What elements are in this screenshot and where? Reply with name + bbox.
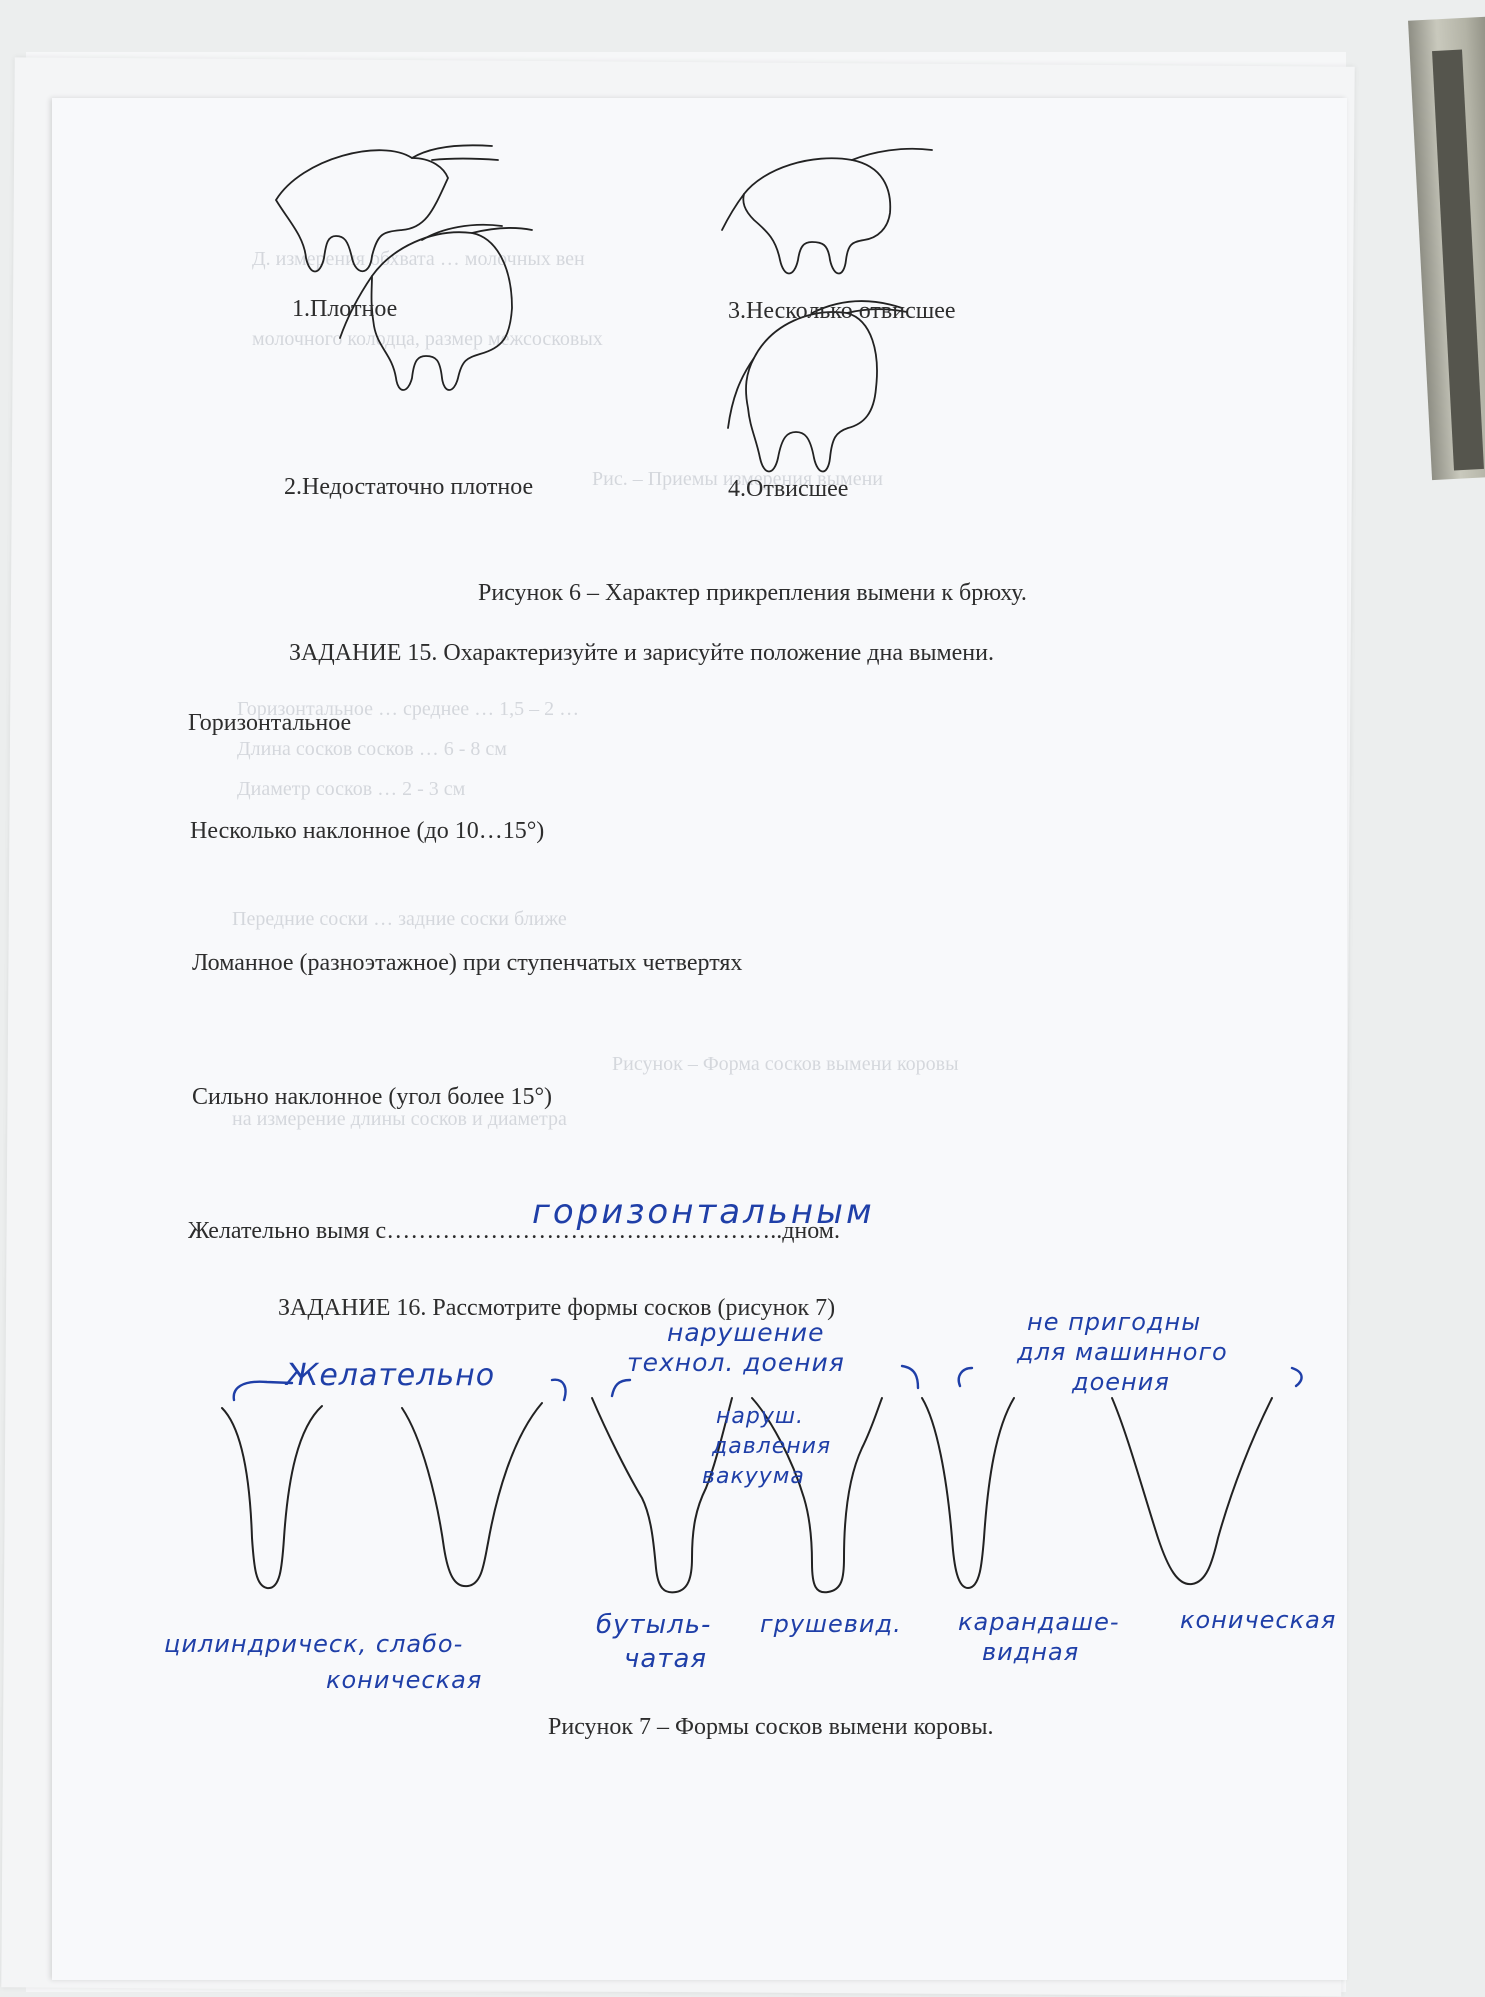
task15-option: Ломанное (разноэтажное) при ступенчатых …: [192, 950, 743, 976]
handwritten-shape-label: бутыль-: [596, 1610, 712, 1640]
handwritten-brace: [1290, 1366, 1303, 1388]
ghost-text: Горизонтальное … среднее … 1,5 – 2 …: [237, 698, 580, 720]
handwritten-shape-label: видная: [982, 1638, 1080, 1666]
figure7-caption: Рисунок 7 – Формы сосков вымени коровы.: [548, 1714, 994, 1740]
teat-drawing-1: [221, 1405, 323, 1590]
task15-heading: ЗАДАНИЕ 15. Охарактеризуйте и зарисуйте …: [289, 640, 994, 666]
figure6-label-4: 4.Отвисшее: [728, 476, 849, 502]
handwritten-brace: [957, 1366, 974, 1388]
handwritten-brace: [610, 1378, 632, 1398]
task15-option: Сильно наклонное (угол более 15°): [192, 1084, 553, 1110]
ghost-text: на измерение длины сосков и диаметра: [232, 1108, 567, 1130]
handwritten-brace: [232, 1380, 294, 1402]
ghost-text: Рис. – Приемы измерения вымени: [592, 468, 883, 490]
teat-drawing-4: [751, 1397, 883, 1594]
task15-option: Несколько наклонное (до 10…15°): [190, 818, 545, 844]
handwritten-note: Желательно: [286, 1358, 496, 1393]
handwritten-note: доения: [1072, 1368, 1170, 1396]
ghost-text: Рисунок – Форма сосков вымени коровы: [612, 1053, 959, 1075]
ghost-text: Передние соски … задние соски ближе: [232, 908, 567, 930]
figure6-label-2: 2.Недостаточно плотное: [284, 474, 534, 500]
task16-heading: ЗАДАНИЕ 16. Рассмотрите формы сосков (ри…: [278, 1295, 836, 1321]
answer-dots: …………………………………………: [386, 1218, 771, 1244]
handwritten-brace: [900, 1364, 920, 1390]
handwritten-note: технол. доения: [627, 1348, 845, 1377]
handwritten-shape-label: карандаше-: [958, 1608, 1120, 1636]
figure6-drawings: [274, 144, 933, 473]
handwritten-brace: [550, 1378, 567, 1402]
figure6-caption: Рисунок 6 – Характер прикрепления вымени…: [478, 580, 1027, 606]
handwritten-answer: горизонтальным: [532, 1192, 875, 1232]
handwritten-shape-label: чатая: [624, 1644, 708, 1674]
handwritten-note: вакуума: [702, 1464, 805, 1489]
udder-drawing-3: [742, 157, 892, 275]
handwritten-shape-label: цилиндрическ, слабо-: [164, 1630, 464, 1658]
figure6-label-1: 1.Плотное: [292, 296, 398, 322]
udder-drawing-4: [745, 311, 878, 473]
handwritten-note: наруш.: [716, 1404, 804, 1429]
handwritten-note: нарушение: [667, 1318, 825, 1347]
handwritten-note: не пригодны: [1027, 1308, 1202, 1336]
ghost-text: молочного колодца, размер межсосковых: [252, 328, 603, 350]
task15-option: Горизонтальное: [188, 710, 352, 736]
handwritten-note: давления: [712, 1434, 832, 1459]
udder-drawing-2: [370, 231, 513, 391]
task15-answer-line: Желательно вымя с…………………………………………..дном.: [188, 1218, 840, 1245]
teat-drawing-5: [921, 1397, 1015, 1590]
figure7-drawings: [221, 1364, 1303, 1594]
figure6-label-3: 3.Несколько отвисшее: [728, 298, 956, 324]
handwritten-shape-label: коническая: [1180, 1606, 1337, 1634]
teat-drawing-2: [401, 1402, 543, 1588]
ghost-text: Длина сосков сосков … 6 - 8 см: [237, 738, 507, 760]
ghost-text: Д. измерения обхвата … молочных вен: [252, 248, 585, 270]
handwritten-shape-label: грушевид.: [760, 1610, 902, 1638]
handwritten-shape-label: коническая: [326, 1666, 483, 1694]
worksheet-page: Д. измерения обхвата … молочных вен моло…: [52, 98, 1347, 1980]
handwritten-note: для машинного: [1017, 1338, 1228, 1366]
teat-drawing-3: [591, 1397, 733, 1594]
answer-suffix: ..дном.: [770, 1218, 840, 1244]
answer-prefix: Желательно вымя с: [188, 1218, 387, 1244]
teat-drawing-6: [1111, 1397, 1273, 1586]
ghost-text: Диаметр сосков … 2 - 3 см: [237, 778, 466, 800]
